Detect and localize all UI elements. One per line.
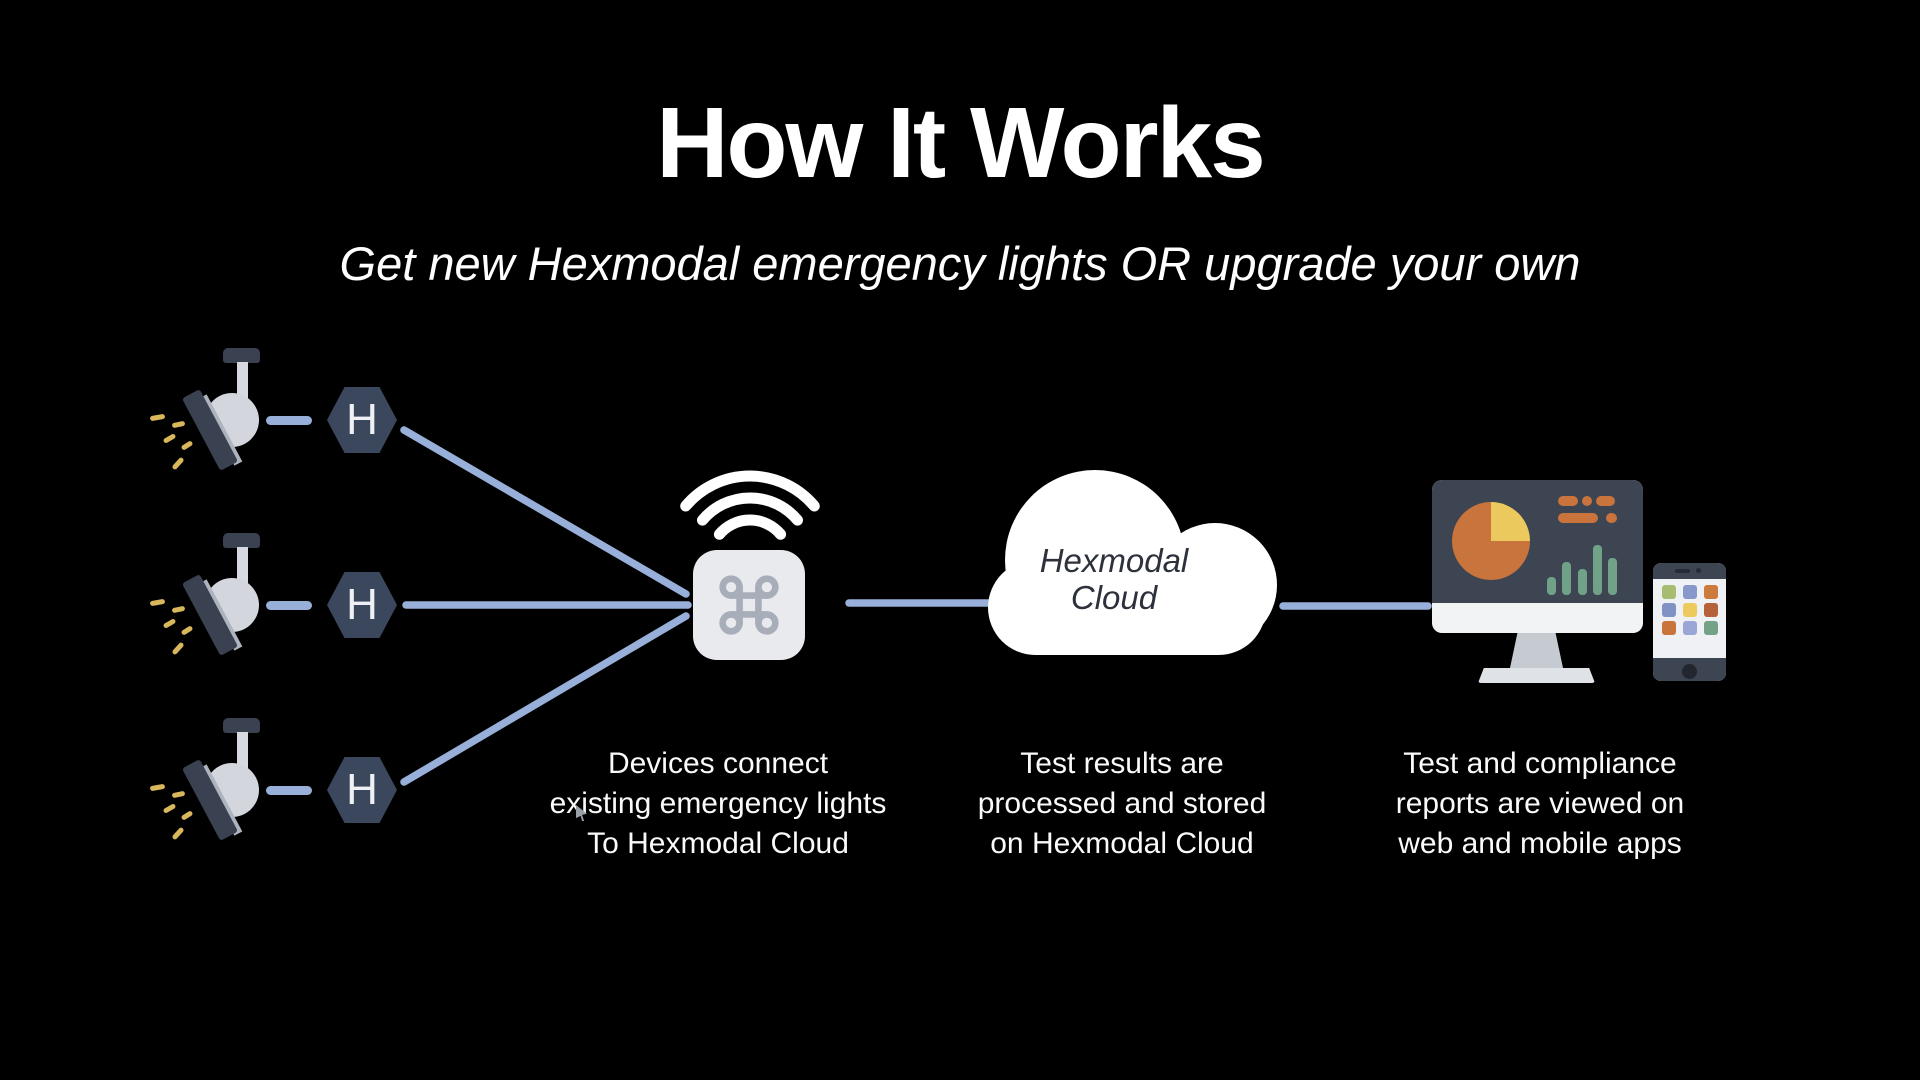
dashboard-screen xyxy=(1432,480,1643,603)
link-dash xyxy=(266,786,312,795)
dash-dot xyxy=(1606,513,1617,523)
emergency-light-row: H xyxy=(0,530,440,680)
wifi-icon xyxy=(680,470,820,540)
phone-app-icon xyxy=(1704,621,1718,635)
light-ray xyxy=(180,440,194,451)
phone-app-icon xyxy=(1662,621,1676,635)
cloud-shape xyxy=(988,560,1266,655)
command-icon xyxy=(719,575,779,635)
monitor-bar xyxy=(1608,558,1618,595)
caption-line: processed and stored xyxy=(977,787,1267,820)
badge-letter: H xyxy=(346,580,378,629)
light-ray xyxy=(180,810,194,821)
link-dash xyxy=(266,601,312,610)
phone-app-icon xyxy=(1683,585,1697,599)
monitor-bar xyxy=(1547,577,1556,595)
dash-line xyxy=(1558,513,1598,523)
caption-line: reports are viewed on xyxy=(1395,787,1685,820)
caption-line: on Hexmodal Cloud xyxy=(990,827,1254,860)
light-ray xyxy=(149,413,166,422)
phone-earpiece xyxy=(1675,569,1690,573)
caption-line: Devices connect xyxy=(607,747,829,780)
phone-app-icon xyxy=(1683,621,1697,635)
phone-app-icon xyxy=(1704,603,1718,617)
phone-app-icon xyxy=(1662,603,1676,617)
emergency-light-row: H xyxy=(0,345,440,495)
dash-line xyxy=(1596,496,1615,506)
caption-line: To Hexmodal Cloud xyxy=(587,827,849,860)
light-ray xyxy=(162,433,177,444)
caption-devices: Devices connect existing emergency light… xyxy=(488,744,948,864)
light-ray xyxy=(171,605,186,614)
page-title: How It Works xyxy=(656,87,1266,199)
badge-letter: H xyxy=(346,765,378,814)
cloud-label-line: Cloud xyxy=(1070,579,1158,616)
light-mount xyxy=(223,718,260,733)
dash-dot xyxy=(1582,496,1592,506)
light-ray xyxy=(162,618,177,629)
light-ray xyxy=(162,803,177,814)
light-ray xyxy=(149,598,166,607)
caption-line: web and mobile apps xyxy=(1398,827,1682,860)
mouse-cursor xyxy=(576,805,587,821)
light-ray xyxy=(171,641,185,656)
desktop-monitor xyxy=(1432,480,1643,633)
phone-speaker xyxy=(1682,664,1697,679)
hexmodal-badge: H xyxy=(327,387,397,453)
hub-links xyxy=(400,426,1432,786)
emergency-light-row: H xyxy=(0,715,440,865)
monitor-stand-neck xyxy=(1510,633,1563,668)
monitor-bar xyxy=(1562,562,1572,595)
light-mount xyxy=(223,533,260,548)
light-ray xyxy=(171,456,185,471)
monitor-bar xyxy=(1592,545,1602,595)
caption-line: Test results are xyxy=(1020,747,1224,780)
cloud-label: Hexmodal Cloud xyxy=(964,542,1264,616)
phone-app-icon xyxy=(1662,585,1676,599)
light-mount xyxy=(223,348,260,363)
link-dash xyxy=(266,416,312,425)
hexmodal-badge: H xyxy=(327,572,397,638)
light-ray xyxy=(171,790,186,799)
cloud-label-line: Hexmodal xyxy=(1039,542,1189,579)
monitor-stand-base xyxy=(1478,668,1595,683)
light-ray xyxy=(149,783,166,792)
pie-chart-icon xyxy=(1452,502,1530,580)
light-stem xyxy=(237,547,248,592)
gateway-device xyxy=(693,550,805,660)
badge-letter: H xyxy=(346,395,378,444)
light-stem xyxy=(237,732,248,777)
page-subtitle: Get new Hexmodal emergency lights OR upg… xyxy=(339,237,1581,290)
light-ray xyxy=(171,826,185,841)
caption-line: existing emergency lights xyxy=(549,787,887,820)
monitor-bar xyxy=(1577,569,1587,595)
phone-app-icon xyxy=(1704,585,1718,599)
phone-camera-dot xyxy=(1696,568,1701,573)
caption-line: Test and compliance xyxy=(1403,747,1677,780)
light-stem xyxy=(237,362,248,407)
phone-app-icon xyxy=(1683,603,1697,617)
caption-reports: Test and compliance reports are viewed o… xyxy=(1310,744,1770,864)
light-ray xyxy=(171,420,186,429)
dash-line xyxy=(1558,496,1578,506)
light-ray xyxy=(180,625,194,636)
caption-processing: Test results are processed and stored on… xyxy=(892,744,1352,864)
mobile-phone xyxy=(1653,563,1726,681)
hexmodal-badge: H xyxy=(327,757,397,823)
